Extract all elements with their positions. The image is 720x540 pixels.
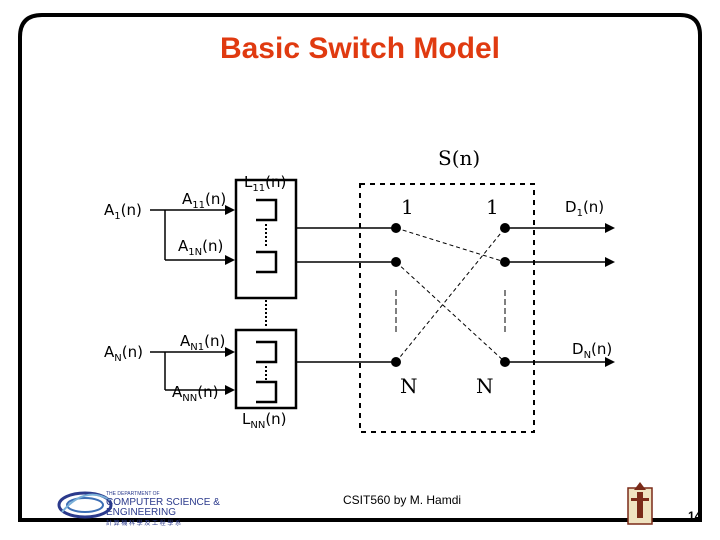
dn-tail: (n) <box>591 340 613 358</box>
an-tail: (n) <box>121 343 143 361</box>
d1-base: D <box>565 198 577 216</box>
a1-base: A <box>104 201 115 219</box>
a1n-base: A <box>178 237 189 255</box>
l11-sub: 11 <box>252 183 266 194</box>
lnn-tail: (n) <box>265 410 287 428</box>
input-arrow-ann <box>225 385 235 395</box>
input-arrow-an <box>225 347 235 357</box>
logo-line-1: THE DEPARTMENT OF <box>106 491 160 497</box>
queue-l1n <box>256 250 278 274</box>
label-an1: AN1(n) <box>180 332 225 353</box>
switch-fabric-box <box>359 183 535 433</box>
queue-lnn <box>256 380 278 404</box>
dn-sub: N <box>583 350 592 361</box>
an1-tail: (n) <box>204 332 226 350</box>
l11-base: L <box>244 173 253 191</box>
l11-tail: (n) <box>265 173 287 191</box>
ann-sub: NN <box>182 393 198 404</box>
cross-2 <box>395 261 506 363</box>
slide-title: Basic Switch Model <box>219 32 501 65</box>
input-arrow-a1n <box>225 255 235 265</box>
an-base: A <box>104 343 115 361</box>
in-port-1-label: 1 <box>401 195 414 219</box>
a1n-tail: (n) <box>202 237 224 255</box>
input-buffer-box-1 <box>234 178 298 300</box>
logo-line-4: 計 算 機 科 學 及 工 程 學 系 <box>106 521 182 527</box>
department-logo-icon <box>57 491 113 519</box>
lnn-base: L <box>242 410 251 428</box>
in-port-n-label: N <box>400 374 418 398</box>
an-sub: N <box>114 353 122 364</box>
label-a1n: A1N(n) <box>178 237 223 258</box>
output-arrow-1 <box>605 223 615 233</box>
output-arrow-n <box>605 357 615 367</box>
queue-ln1 <box>256 340 278 364</box>
queue-l11 <box>256 198 278 222</box>
slide-border <box>18 13 702 522</box>
a1n-sub: 1N <box>188 247 203 258</box>
logo-line-3: ENGINEERING <box>106 507 177 518</box>
page-number: 14 <box>688 509 702 523</box>
logo-line-2: COMPUTER SCIENCE & <box>106 497 220 508</box>
cross-3 <box>395 227 506 363</box>
d1-sub: 1 <box>576 208 583 219</box>
label-lnn: LNN(n) <box>242 410 287 431</box>
label-l11: L11(n) <box>244 173 286 194</box>
input-buffer-box-n <box>234 328 298 410</box>
label-ann: ANN(n) <box>172 383 218 404</box>
input-label-an: AN(n) <box>104 343 143 364</box>
out-port-n-label: N <box>476 374 494 398</box>
an1-base: A <box>180 332 191 350</box>
output-label-dn: DN(n) <box>572 340 612 361</box>
ann-base: A <box>172 383 183 401</box>
input-label-a1: A1(n) <box>104 201 142 222</box>
switch-label: S(n) <box>438 146 481 170</box>
out-port-1-label: 1 <box>486 195 499 219</box>
input-arrow-a1 <box>225 205 235 215</box>
d1-tail: (n) <box>582 198 605 216</box>
label-a11: A11(n) <box>182 190 226 211</box>
a11-base: A <box>182 190 193 208</box>
a1-sub: 1 <box>114 211 121 222</box>
university-emblem-icon <box>627 482 653 525</box>
a11-sub: 11 <box>192 200 205 211</box>
ann-tail: (n) <box>197 383 219 401</box>
an1-sub: N1 <box>190 342 205 353</box>
dn-base: D <box>572 340 584 358</box>
a1-tail: (n) <box>120 201 142 219</box>
cross-1 <box>395 227 506 263</box>
output-label-d1: D1(n) <box>565 198 604 219</box>
output-arrow-2 <box>605 257 615 267</box>
lnn-sub: NN <box>250 420 266 431</box>
a11-tail: (n) <box>205 190 227 208</box>
course-footer: CSIT560 by M. Hamdi <box>343 493 462 507</box>
